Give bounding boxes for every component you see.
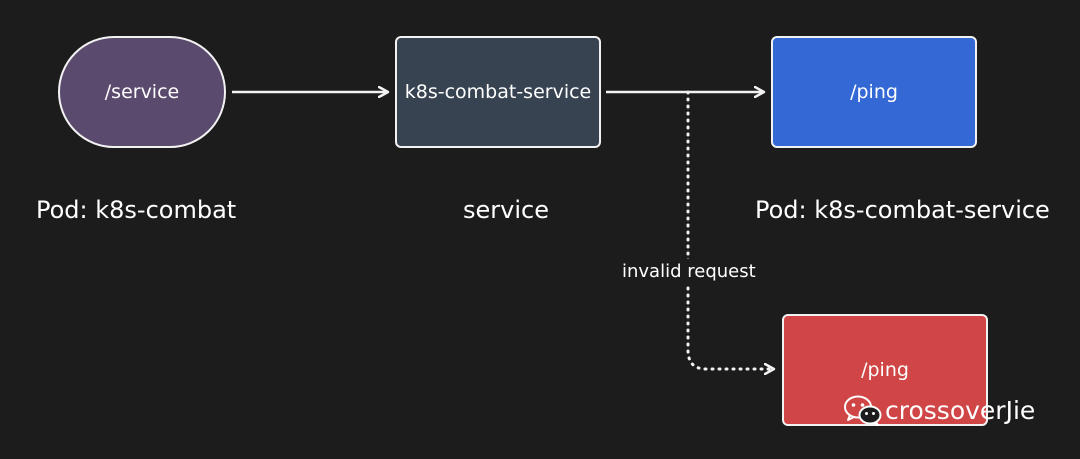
ping-valid-node: /ping bbox=[771, 36, 977, 148]
client-endpoint-label: /service bbox=[104, 81, 180, 103]
arrow-invalid-request bbox=[686, 90, 776, 369]
watermark: crossoverJie bbox=[843, 394, 1035, 426]
invalid-request-label: invalid request bbox=[612, 259, 766, 284]
wechat-icon bbox=[844, 395, 882, 426]
ping-invalid-label: /ping bbox=[861, 359, 909, 381]
client-pod-node: /service bbox=[58, 36, 226, 148]
watermark-text: crossoverJie bbox=[885, 395, 1036, 425]
target-pod-caption: Pod: k8s-combat-service bbox=[755, 196, 1050, 224]
service-name-label: k8s-combat-service bbox=[404, 81, 592, 103]
service-caption: service bbox=[463, 196, 549, 224]
service-node: k8s-combat-service bbox=[395, 36, 601, 148]
ping-invalid-node: /ping bbox=[782, 314, 988, 426]
ping-valid-label: /ping bbox=[850, 81, 898, 103]
client-pod-caption: Pod: k8s-combat bbox=[36, 196, 237, 224]
